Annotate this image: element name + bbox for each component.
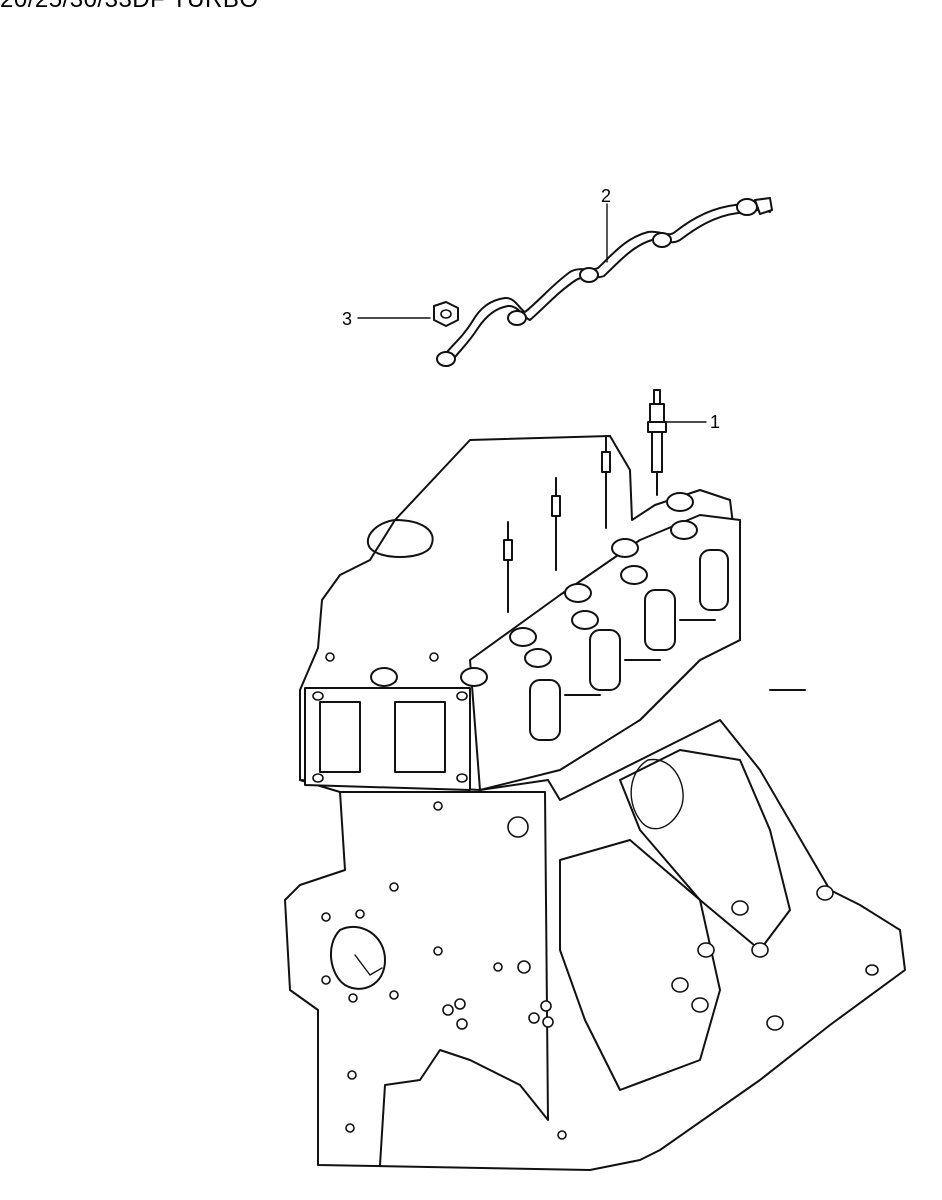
callout-number-1: 1 [710,412,720,432]
engine-block [284,435,906,1171]
glow-plug [647,389,667,496]
nut [433,301,459,327]
callout-3: 3 [342,309,431,329]
diagram-title: 20/25/30/33DF TURBO [0,0,259,14]
glow-plug-wire-harness [436,197,773,367]
callout-2: 2 [601,186,611,263]
callout-1: 1 [664,412,720,432]
callout-number-2: 2 [601,186,611,206]
callout-number-3: 3 [342,309,352,329]
